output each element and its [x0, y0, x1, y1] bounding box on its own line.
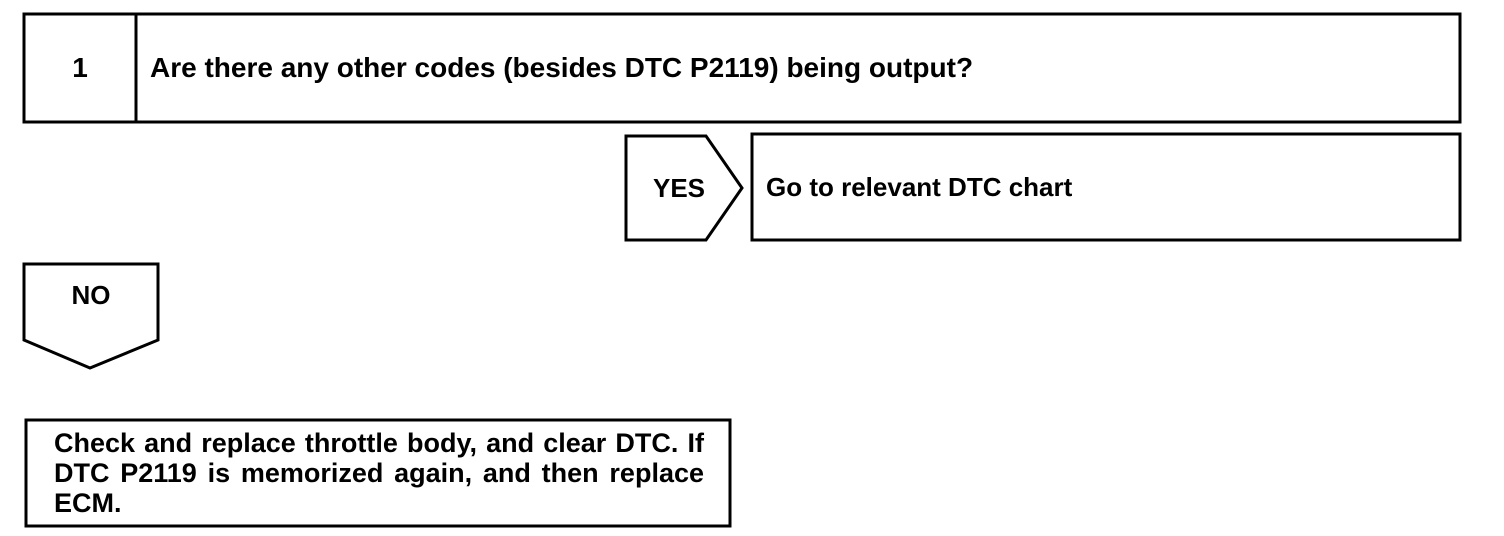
no-result-text: Check and replace throttle body, and cle… — [54, 428, 704, 518]
step-box — [22, 12, 1462, 124]
no-label: NO — [71, 280, 111, 310]
yes-label: YES — [652, 173, 706, 203]
yes-arrow-shape — [624, 134, 744, 242]
no-arrow-shape — [22, 262, 160, 370]
step-number: 1 — [72, 52, 88, 83]
step-question: Are there any other codes (besides DTC P… — [150, 52, 974, 83]
yes-result-text: Go to relevant DTC chart — [766, 172, 1073, 202]
no-result-box — [24, 418, 732, 528]
yes-result-box — [750, 132, 1462, 242]
